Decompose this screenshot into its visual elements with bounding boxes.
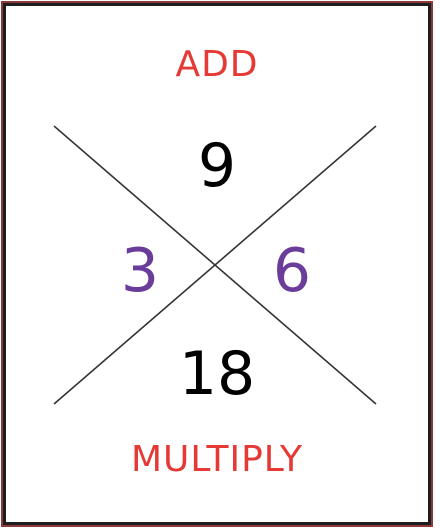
right-number: 6 [272,236,312,306]
diagonal-line-2 [53,125,377,405]
diagram-frame: ADD 9 3 6 18 MULTIPLY [1,1,433,527]
left-number: 3 [120,236,160,306]
product-number: 18 [178,339,256,409]
x-cross [53,125,377,405]
multiply-label: MULTIPLY [130,439,304,480]
sum-number: 9 [197,131,237,201]
add-label: ADD [175,44,259,85]
